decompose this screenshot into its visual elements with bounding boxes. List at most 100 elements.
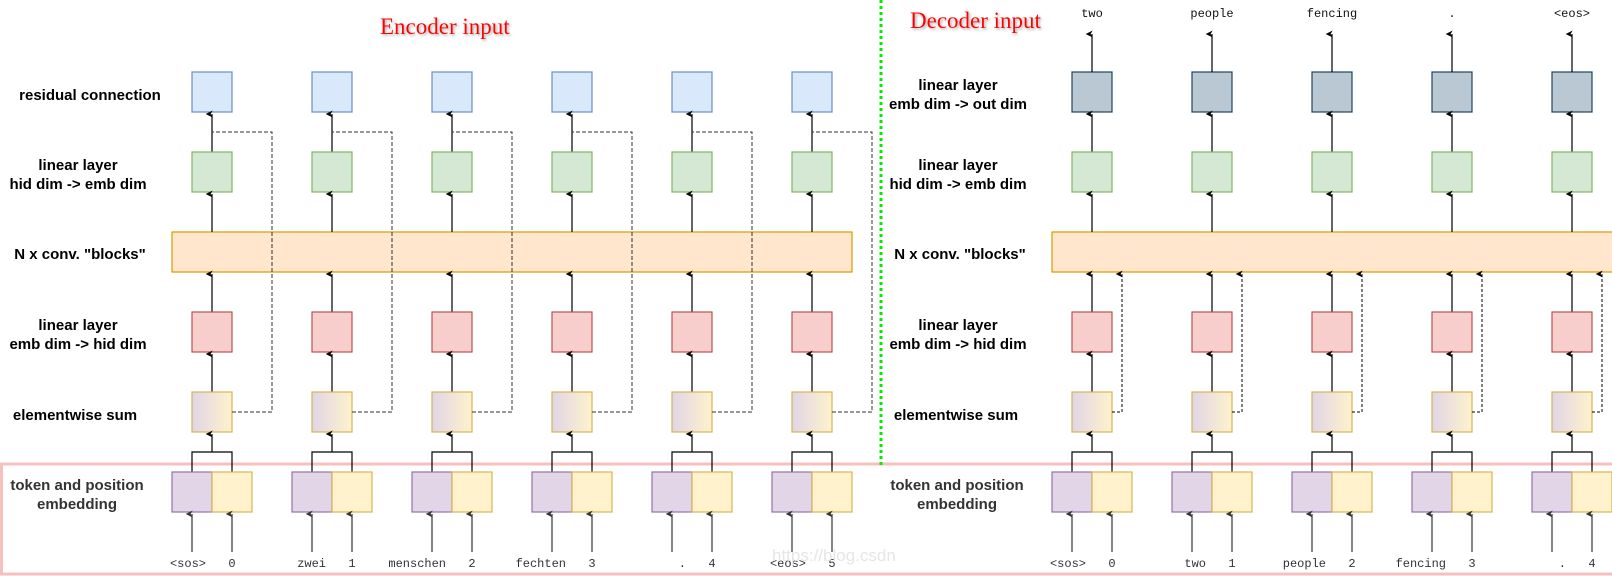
linear-hid-to-emb-box <box>1311 151 1353 193</box>
input-token: zwei <box>297 557 326 571</box>
token-embedding-box <box>651 471 693 513</box>
decoder-row-labels: linear layer emb dim -> out dim linear l… <box>889 77 1027 513</box>
decoder-column: . fencing 3 <box>1396 7 1493 571</box>
input-token: . <box>679 557 686 571</box>
decoder-conv-blocks <box>1051 231 1612 273</box>
embedding-merge-connector <box>191 451 233 472</box>
linear-emb-to-hid-box <box>551 311 593 353</box>
embedding-frame <box>0 462 1612 576</box>
residual-skip-connection <box>452 131 513 413</box>
linear-emb-to-out-box <box>1311 71 1353 113</box>
token-embedding-box <box>1411 471 1453 513</box>
linear-hid-to-emb-box <box>1431 151 1473 193</box>
linear-emb-to-hid-box <box>1191 311 1233 353</box>
embedding-merge-connector <box>311 451 353 472</box>
input-token: menschen <box>388 557 446 571</box>
linear-emb-to-hid-box <box>671 311 713 353</box>
residual-connection-box <box>791 71 833 113</box>
residual-skip-connection <box>1592 270 1603 413</box>
token-embedding-box <box>531 471 573 513</box>
input-position: 5 <box>828 557 835 571</box>
input-token: <eos> <box>770 557 806 571</box>
decoder-column: <eos>.4 <box>1531 7 1612 571</box>
input-token: fechten <box>516 557 566 571</box>
label-embedding-line1: token and position <box>10 477 143 494</box>
watermark: https://blog.csdn <box>772 546 896 565</box>
position-embedding-box <box>1091 471 1133 513</box>
position-embedding-box <box>451 471 493 513</box>
input-token: . <box>1559 557 1566 571</box>
output-token: . <box>1448 7 1455 21</box>
embedding-merge-connector <box>1311 451 1353 472</box>
position-embedding-box <box>811 471 853 513</box>
label-elementwise-sum: elementwise sum <box>13 407 137 424</box>
input-position: 0 <box>228 557 235 571</box>
token-embedding-box <box>411 471 453 513</box>
input-position: 4 <box>708 557 715 571</box>
position-embedding-box <box>1331 471 1373 513</box>
linear-emb-to-out-box <box>1431 71 1473 113</box>
position-embedding-box <box>331 471 373 513</box>
label-linear-in-line1: linear layer <box>918 317 997 334</box>
linear-hid-to-emb-box <box>1071 151 1113 193</box>
embedding-merge-connector <box>1191 451 1233 472</box>
encoder-column: <eos> 5 <box>770 71 873 571</box>
linear-emb-to-hid-box <box>791 311 833 353</box>
token-embedding-box <box>1531 471 1573 513</box>
elementwise-sum-box <box>191 391 233 433</box>
linear-hid-to-emb-box <box>671 151 713 193</box>
label-linear-out-line2: hid dim -> emb dim <box>9 176 146 193</box>
input-position: 1 <box>1228 557 1235 571</box>
elementwise-sum-box <box>1311 391 1353 433</box>
elementwise-sum-box <box>1551 391 1593 433</box>
residual-connection-box <box>671 71 713 113</box>
encoder-column: .4 <box>651 71 753 571</box>
linear-emb-to-hid-box <box>431 311 473 353</box>
linear-hid-to-emb-box <box>311 151 353 193</box>
residual-skip-connection <box>812 131 873 413</box>
elementwise-sum-box <box>311 391 353 433</box>
residual-skip-connection <box>1472 270 1483 413</box>
position-embedding-box <box>691 471 733 513</box>
token-embedding-box <box>291 471 333 513</box>
residual-skip-connection <box>332 131 393 413</box>
position-embedding-box <box>571 471 613 513</box>
input-token: two <box>1184 557 1206 571</box>
input-token: fencing <box>1396 557 1446 571</box>
elementwise-sum-box <box>1071 391 1113 433</box>
encoder-row-labels: residual connection linear layer hid dim… <box>9 87 160 513</box>
residual-skip-connection <box>212 131 273 413</box>
elementwise-sum-box <box>671 391 713 433</box>
label-conv-blocks: N x conv. "blocks" <box>894 246 1025 263</box>
elementwise-sum-box <box>791 391 833 433</box>
label-linear-top-line2: emb dim -> out dim <box>889 96 1027 113</box>
input-token: <sos> <box>170 557 206 571</box>
label-linear-in-line1: linear layer <box>38 317 117 334</box>
residual-skip-connection <box>1112 270 1123 413</box>
embedding-merge-connector <box>1431 451 1473 472</box>
input-position: 3 <box>1468 557 1475 571</box>
output-token: two <box>1081 7 1103 21</box>
linear-emb-to-hid-box <box>1431 311 1473 353</box>
output-token: people <box>1190 7 1233 21</box>
token-embedding-box <box>1291 471 1333 513</box>
label-embedding-line2: embedding <box>37 496 117 513</box>
output-token: fencing <box>1307 7 1357 21</box>
embedding-merge-connector <box>551 451 593 472</box>
elementwise-sum-box <box>431 391 473 433</box>
elementwise-sum-box <box>551 391 593 433</box>
decoder-column: people two 1 <box>1171 7 1253 571</box>
encoder-title: Encoder input <box>380 14 510 39</box>
embedding-merge-connector <box>791 451 833 472</box>
label-linear-in-line2: emb dim -> hid dim <box>9 336 146 353</box>
embedding-merge-connector <box>1551 451 1593 472</box>
position-embedding-box <box>1451 471 1493 513</box>
encoder-column: <sos> 0 <box>170 71 273 571</box>
label-linear-out-line2: hid dim -> emb dim <box>889 176 1026 193</box>
